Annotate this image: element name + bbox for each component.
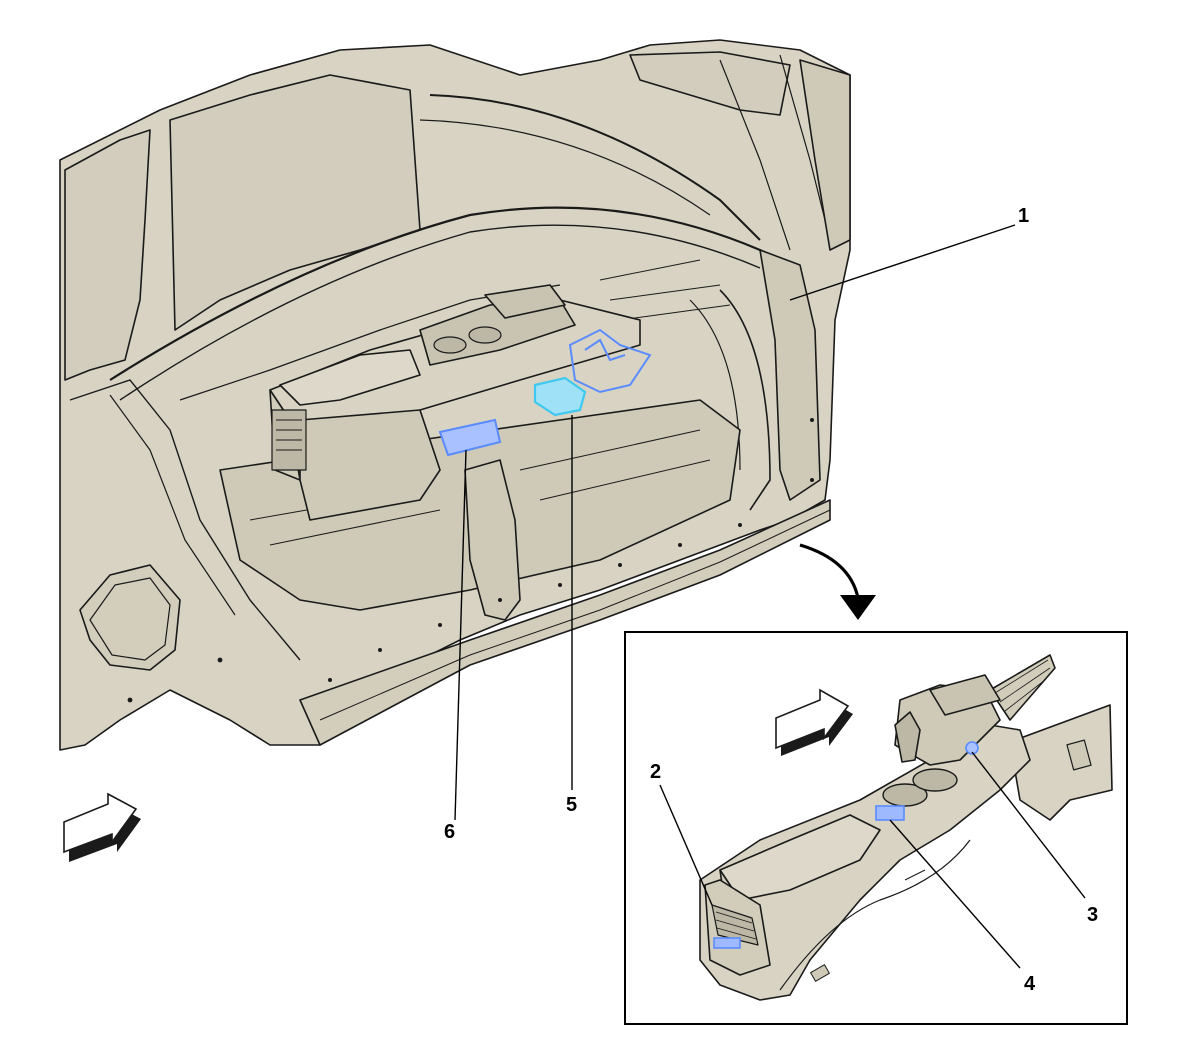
leader-1 — [789, 224, 1016, 301]
direction-arrow-icon — [63, 792, 141, 862]
detail-highlights — [713, 741, 979, 949]
callout-3: 3 — [1087, 904, 1099, 926]
callout-1: 1 — [1018, 205, 1030, 227]
callout-6: 6 — [444, 821, 456, 843]
leader-3 — [971, 751, 1086, 899]
detail-inset — [624, 631, 1128, 1025]
leader-4 — [889, 819, 1021, 969]
module-5-highlight — [533, 376, 587, 417]
direction-arrow-icon — [775, 688, 853, 756]
center-console-main — [269, 284, 641, 521]
port-3-highlight — [965, 741, 979, 755]
highlighted-modules — [438, 328, 652, 457]
curved-arrow-icon — [799, 543, 876, 620]
callout-2: 2 — [650, 761, 662, 783]
port-2-highlight — [713, 937, 741, 949]
leader-6 — [454, 449, 467, 821]
callout-4: 4 — [1024, 973, 1036, 995]
leader-2 — [659, 784, 713, 906]
console-detail — [699, 654, 1113, 1001]
module-blue-upper — [568, 328, 652, 394]
callout-leaders-main — [454, 224, 1016, 821]
callout-5: 5 — [566, 794, 578, 816]
port-4-highlight — [875, 805, 905, 821]
callout-leaders-detail — [659, 751, 1086, 969]
module-6-highlight — [438, 418, 502, 457]
